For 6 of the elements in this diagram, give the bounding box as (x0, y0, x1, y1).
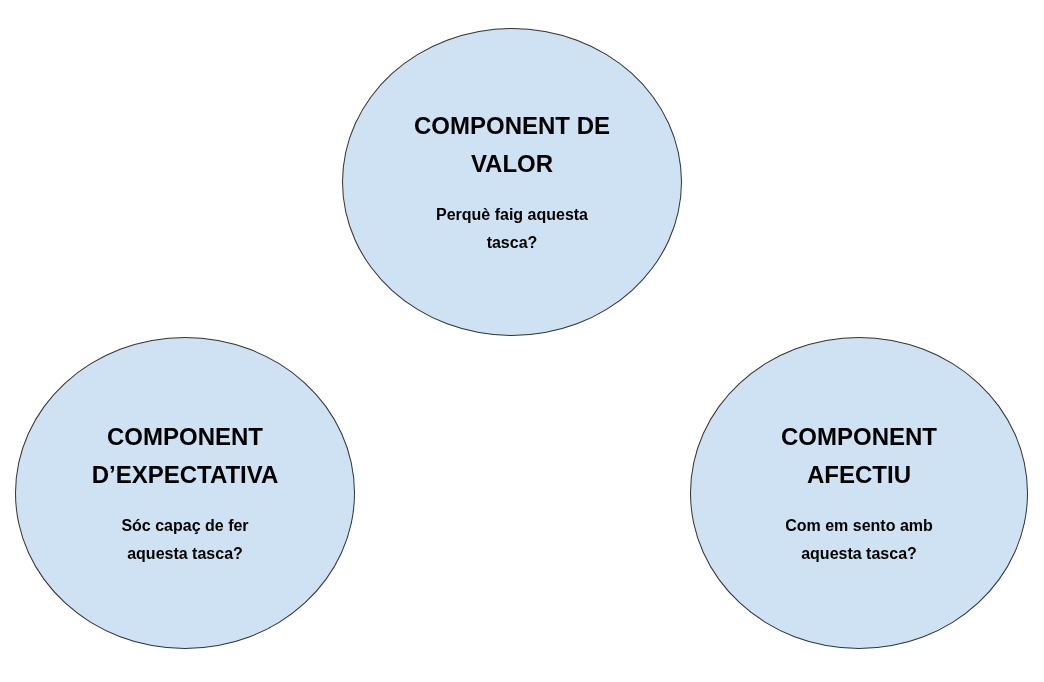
node-question: Perquè faig aquesta tasca? (434, 205, 589, 253)
node-heading: COMPONENT D’EXPECTATIVA (90, 422, 280, 490)
node-question: Sóc capaç de fer aquesta tasca? (120, 516, 250, 564)
node-question: Com em sento amb aquesta tasca? (784, 516, 934, 564)
node-heading: COMPONENT DE VALOR (413, 111, 611, 179)
node-heading: COMPONENT AFECTIU (780, 422, 938, 490)
